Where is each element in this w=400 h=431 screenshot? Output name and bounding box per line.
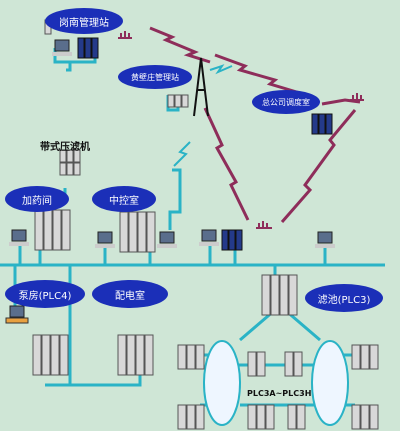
- ring-right: [311, 340, 349, 426]
- link-company-down: [280, 109, 357, 223]
- label-company: 总公司调度室: [252, 90, 320, 114]
- label-plc-range: PLC3A~PLC3H: [247, 389, 312, 398]
- pc-right: [315, 231, 335, 248]
- pc-control-3: [199, 229, 219, 246]
- label-filter-pool: 滤池(PLC3): [305, 284, 383, 312]
- label-control-room: 中控室: [92, 186, 156, 212]
- workstations: [5, 39, 335, 324]
- link-company-right: [321, 98, 361, 106]
- antennas: [118, 31, 364, 229]
- radio-tower: [193, 57, 209, 117]
- label-huangbizhuang: 黄壁庄管理站: [118, 65, 192, 89]
- wireless-links: [149, 26, 361, 223]
- label-gangnan: 岗南管理站: [45, 8, 123, 34]
- ring-left: [203, 340, 241, 426]
- label-pump-house: 泵房(PLC4): [5, 280, 85, 308]
- fiber-rings: [203, 340, 349, 426]
- servers: [77, 37, 333, 251]
- label-power-room: 配电室: [92, 280, 168, 308]
- pc-control-1: [95, 231, 115, 248]
- plc-cabinets: [32, 19, 379, 430]
- link-gangnan-huangbi: [149, 26, 211, 64]
- pc-gangnan: [52, 39, 72, 56]
- link-huangbi-company: [214, 53, 311, 98]
- link-huangbi-down: [203, 107, 250, 221]
- label-dosing: 加药间: [5, 186, 69, 212]
- pc-pump: [5, 305, 29, 324]
- wireless-cyan: [173, 64, 233, 167]
- pc-left: [9, 229, 29, 246]
- label-filter-press: 带式压滤机: [40, 142, 90, 153]
- pc-control-2: [157, 231, 177, 248]
